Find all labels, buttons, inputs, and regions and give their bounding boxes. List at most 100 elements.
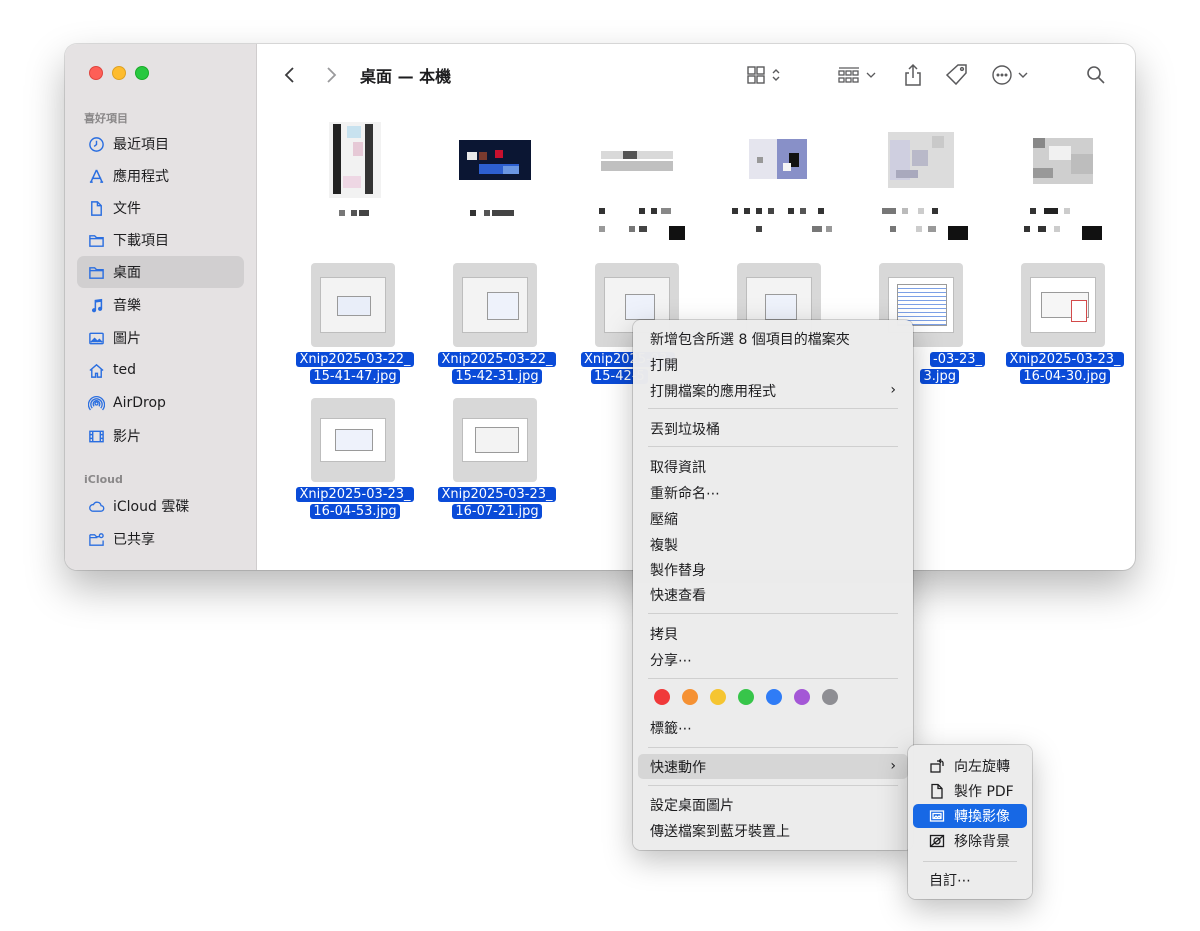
menu-item-share[interactable]: 分享⋯ [650,652,692,669]
more-actions-button[interactable] [991,62,1035,88]
chevron-left-icon [284,67,294,83]
sidebar-item-downloads[interactable]: 下載項目 [77,224,244,256]
minimize-window-button[interactable] [112,66,126,80]
view-mode-button[interactable] [745,62,787,88]
cloud-icon [87,497,105,515]
zoom-window-button[interactable] [135,66,149,80]
menu-item-open[interactable]: 打開 [650,357,678,374]
tag-yellow[interactable] [710,689,726,705]
file-name: -03-23_3.jpg [858,351,988,385]
shared-folder-icon [87,530,105,548]
search-icon [1087,66,1105,84]
sidebar-item-shared[interactable]: 已共享 [77,523,244,555]
submenu-item-convert-image[interactable]: 轉換影像 [913,804,1027,828]
file-thumbnail [311,118,395,202]
sidebar-item-label: 最近項目 [113,137,169,153]
tag-icon [945,64,967,86]
close-window-button[interactable] [89,66,103,80]
menu-separator [648,747,898,748]
tag-purple[interactable] [794,689,810,705]
file-name-redacted [858,206,988,247]
sidebar-section-icloud: iCloud [84,473,123,486]
menu-item-copy[interactable]: 拷貝 [650,626,678,643]
menu-item-duplicate[interactable]: 複製 [650,537,678,554]
menu-item-get-info[interactable]: 取得資訊 [650,459,706,476]
tag-orange[interactable] [682,689,698,705]
pdf-document-icon [929,783,945,799]
menu-item-quick-actions[interactable]: 快速動作› [638,754,908,779]
finder-window: 喜好項目 最近項目 應用程式 文件 下載項目 桌面 音樂 圖片 [65,44,1135,570]
submenu-item-remove-background[interactable]: 移除背景 [913,829,1027,853]
file-name: Xnip2025-03-23_16-04-53.jpg [290,486,420,520]
file-thumbnail [737,118,821,202]
menu-item-tags[interactable]: 標籤⋯ [650,720,692,737]
convert-image-icon [929,808,945,824]
file-name: Xnip2025-03-23_16-04-30.jpg [1000,351,1130,385]
menu-item-new-folder-with-selection[interactable]: 新增包含所選 8 個項目的檔案夾 [650,331,850,348]
document-icon [87,199,105,217]
file-name-redacted [574,206,704,247]
film-icon [87,427,105,445]
search-button[interactable] [1085,62,1107,88]
tag-green[interactable] [738,689,754,705]
group-by-button[interactable] [837,62,881,88]
ellipsis-circle-icon [992,65,1028,85]
sidebar-item-applications[interactable]: 應用程式 [77,160,244,192]
sidebar-item-label: ted [113,362,136,378]
quick-actions-submenu: 向左旋轉 製作 PDF 轉換影像 移除背景 自訂⋯ [908,745,1032,899]
file-thumbnail [595,118,679,202]
rotate-left-icon [929,758,945,774]
file-name: Xnip2025-03-22_15-42-31.jpg [432,351,562,385]
chevron-right-icon [327,67,337,83]
menu-separator [923,861,1017,862]
sidebar-item-label: AirDrop [113,395,166,411]
sidebar-item-desktop[interactable]: 桌面 [77,256,244,288]
tags-button[interactable] [945,62,969,88]
menu-item-quick-look[interactable]: 快速查看 [650,587,706,604]
file-grid: Xnip2025-03-22_15-41-47.jpg Xnip2025-03-… [257,106,1135,570]
sidebar-item-music[interactable]: 音樂 [77,289,244,321]
sidebar-item-movies[interactable]: 影片 [77,420,244,452]
submenu-item-customize[interactable]: 自訂⋯ [929,873,971,889]
menu-separator [648,408,898,409]
sidebar-item-label: 下載項目 [113,233,169,249]
home-icon [87,361,105,379]
sidebar-item-recents[interactable]: 最近項目 [77,128,244,160]
tag-red[interactable] [654,689,670,705]
file-thumbnail [1021,118,1105,202]
sidebar-item-label: 音樂 [113,298,141,314]
sidebar-item-home[interactable]: ted [77,354,244,386]
menu-item-open-with[interactable]: 打開檔案的應用程式› [650,382,896,400]
sidebar-item-airdrop[interactable]: AirDrop [77,387,244,419]
sidebar-item-label: 圖片 [113,331,141,347]
sidebar-item-label: iCloud 雲碟 [113,499,190,515]
tag-blue[interactable] [766,689,782,705]
clock-icon [87,135,105,153]
folder-icon [87,263,105,281]
menu-separator [648,785,898,786]
airdrop-icon [87,394,105,412]
menu-item-compress[interactable]: 壓縮 [650,511,678,528]
file-thumbnail [453,263,537,347]
sidebar-item-pictures[interactable]: 圖片 [77,322,244,354]
photo-icon [87,329,105,347]
menu-separator [648,678,898,679]
file-thumbnail [453,118,537,202]
music-note-icon [87,296,105,314]
tag-gray[interactable] [822,689,838,705]
remove-background-icon [929,833,945,849]
menu-item-make-alias[interactable]: 製作替身 [650,562,706,579]
menu-item-set-desktop-picture[interactable]: 設定桌面圖片 [650,797,734,814]
context-menu: 新增包含所選 8 個項目的檔案夾 打開 打開檔案的應用程式› 丟到垃圾桶 取得資… [633,320,913,850]
share-button[interactable] [902,62,924,88]
menu-item-move-to-trash[interactable]: 丟到垃圾桶 [650,421,720,438]
menu-item-send-via-bluetooth[interactable]: 傳送檔案到藍牙裝置上 [650,823,790,840]
sidebar-item-documents[interactable]: 文件 [77,192,244,224]
back-button[interactable] [279,62,301,88]
submenu-item-create-pdf[interactable]: 製作 PDF [913,779,1027,803]
submenu-item-rotate-left[interactable]: 向左旋轉 [913,754,1027,778]
forward-button[interactable] [320,62,342,88]
menu-item-rename[interactable]: 重新命名⋯ [650,485,720,502]
sidebar-item-label: 已共享 [113,532,155,548]
sidebar-item-icloud-drive[interactable]: iCloud 雲碟 [77,490,244,522]
